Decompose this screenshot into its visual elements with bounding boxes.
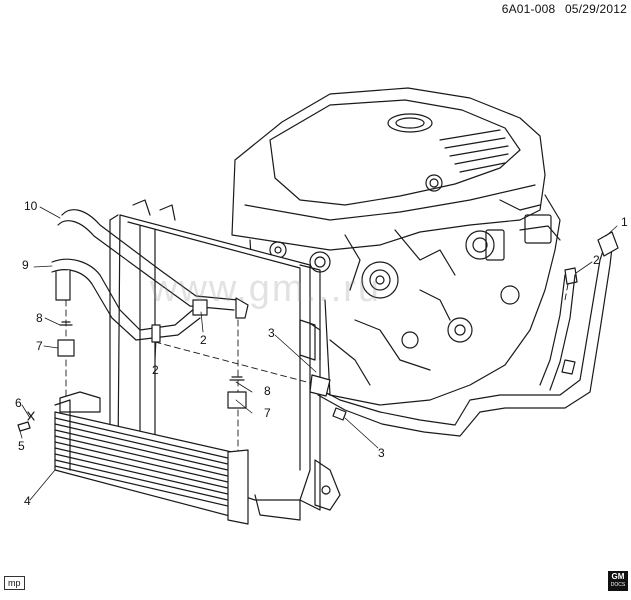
oil-cooler bbox=[54, 391, 249, 525]
callout-2-mid: 2 bbox=[200, 333, 207, 347]
callout-leaders bbox=[19, 206, 618, 501]
callout-4: 4 bbox=[24, 494, 31, 508]
callout-1: 1 bbox=[621, 215, 628, 229]
gm-logo-bottom: DOCS bbox=[610, 582, 626, 588]
callout-8-left: 8 bbox=[36, 311, 43, 325]
diagram-date: 05/29/2012 bbox=[564, 2, 627, 16]
diagram-code: 6A01-008 bbox=[501, 2, 556, 16]
cooler-line-10 bbox=[57, 209, 249, 319]
callout-7-right: 7 bbox=[264, 406, 271, 420]
callout-2-upper-right: 2 bbox=[593, 253, 600, 267]
engine-illustration bbox=[231, 87, 561, 511]
callout-2-left: 2 bbox=[152, 363, 159, 377]
bolts bbox=[17, 411, 35, 432]
gm-docs-logo: GM DOCS bbox=[608, 571, 628, 591]
cooler-line-9 bbox=[51, 258, 201, 341]
callout-3-upper: 3 bbox=[268, 326, 275, 340]
cooler-line-3 bbox=[309, 231, 619, 437]
watermark-text: www.gm...ru bbox=[150, 268, 382, 310]
gm-logo-top: GM bbox=[611, 572, 625, 581]
callout-7-left: 7 bbox=[36, 339, 43, 353]
diagram-header: 6A01-008 05/29/2012 bbox=[496, 2, 627, 16]
callout-10: 10 bbox=[24, 199, 38, 213]
callout-6: 6 bbox=[15, 396, 22, 410]
callout-5: 5 bbox=[18, 439, 25, 453]
callout-9: 9 bbox=[22, 258, 29, 272]
callout-8-right: 8 bbox=[264, 384, 271, 398]
mp-label: mp bbox=[4, 576, 25, 590]
clamp-2-group bbox=[151, 267, 578, 343]
callout-3-lower: 3 bbox=[378, 446, 385, 460]
